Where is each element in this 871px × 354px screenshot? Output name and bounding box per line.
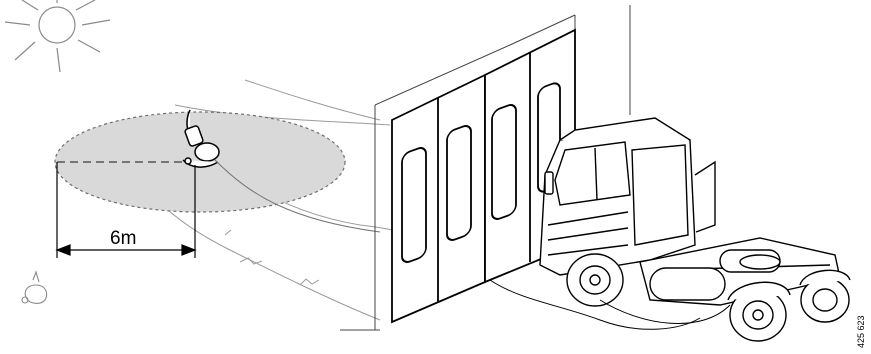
- sun-icon: [5, 0, 110, 72]
- distance-label: 6m: [110, 228, 136, 249]
- rabbit-icon: [22, 272, 47, 303]
- reference-number: 425 623: [856, 315, 866, 348]
- truck-icon: [540, 118, 850, 341]
